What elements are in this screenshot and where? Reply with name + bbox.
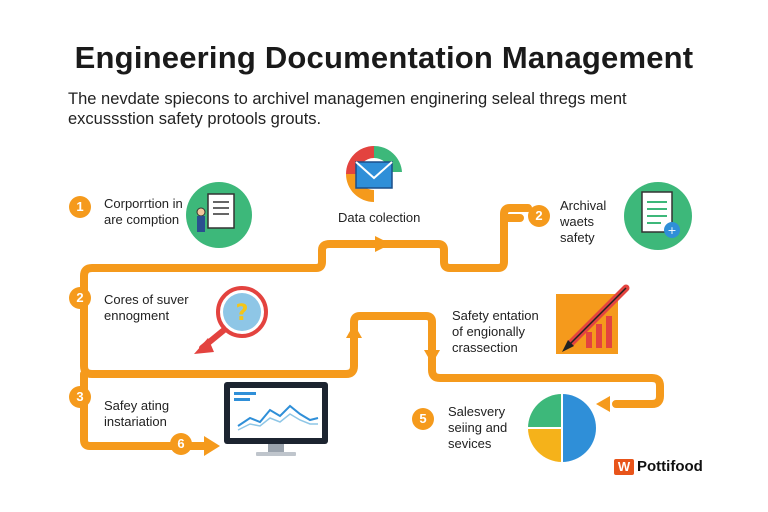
document-person-icon xyxy=(186,182,252,248)
bar-chart-pen-icon xyxy=(556,284,630,356)
step-badge-5: 5 xyxy=(412,408,434,430)
pie-chart-icon xyxy=(526,392,598,464)
step-label-data: Data colection xyxy=(338,210,421,225)
step-label-salesvery: Salesvery seiing and sevices xyxy=(448,404,508,451)
svg-text:+: + xyxy=(667,224,676,237)
step-label-1: Corporrtion in are comption xyxy=(104,196,183,227)
step-label-cores: Cores of suver ennogment xyxy=(104,292,189,323)
monitor-chart-icon xyxy=(224,382,328,458)
step-badge-6: 6 xyxy=(170,433,192,455)
page-title: Engineering Documentation Management xyxy=(74,40,694,75)
page-subtitle: The nevdate spiecons to archivel managem… xyxy=(68,90,627,128)
step-badge-2: 2 xyxy=(528,205,550,227)
step-label-archival: Archival waets safety xyxy=(560,198,607,245)
magnifier-question-icon: ? xyxy=(190,282,278,362)
email-envelope-icon xyxy=(342,142,406,206)
brand-name: Pottifood xyxy=(637,458,703,475)
step-badge-3: 3 xyxy=(69,386,91,408)
step-label-safey-ating: Safey ating instariation xyxy=(104,398,170,429)
step-label-safety-entation: Safety entation of engionally crassectio… xyxy=(452,308,539,355)
svg-text:?: ? xyxy=(236,301,249,326)
brand-logo: W xyxy=(614,458,634,475)
flow-arrowhead xyxy=(346,324,362,338)
step-badge-2b: 2 xyxy=(69,287,91,309)
step-badge-1: 1 xyxy=(69,196,91,218)
brand: W Pottifood xyxy=(614,458,703,475)
flow-arrowhead xyxy=(424,350,440,364)
flow-arrowhead xyxy=(596,396,610,412)
flow-arrowhead xyxy=(375,236,391,252)
spreadsheet-document-icon: + xyxy=(624,182,692,250)
arrow-right-icon xyxy=(204,436,220,456)
